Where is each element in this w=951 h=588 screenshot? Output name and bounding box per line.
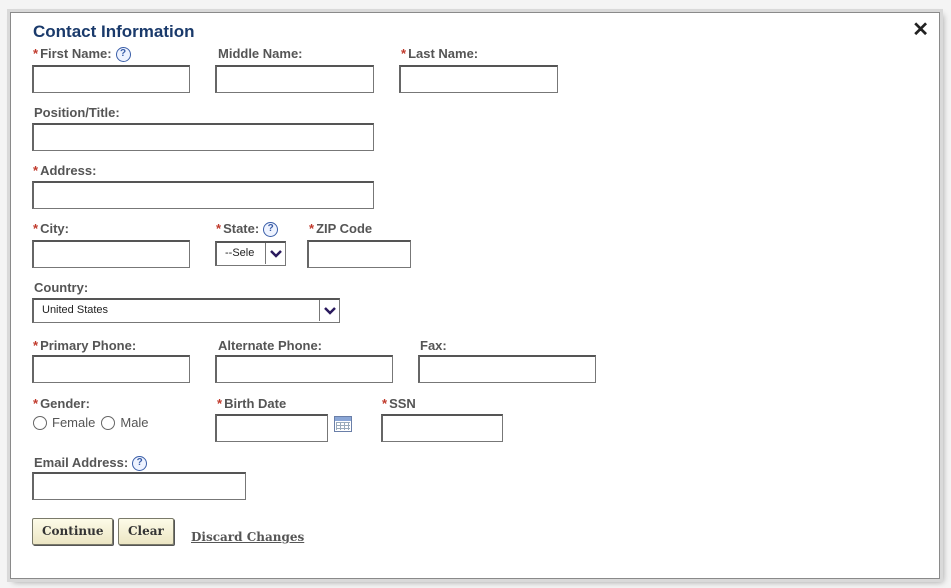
- required-marker: *: [401, 46, 407, 61]
- country-select[interactable]: United States: [32, 298, 340, 323]
- ssn-input[interactable]: [381, 414, 503, 442]
- position-title-input[interactable]: [32, 123, 374, 151]
- required-marker: *: [33, 396, 39, 411]
- close-icon[interactable]: ✕: [912, 19, 929, 41]
- gender-male-radio[interactable]: [101, 416, 116, 430]
- state-label: *State:?: [216, 221, 279, 238]
- middle-name-label: Middle Name:: [218, 46, 303, 61]
- gender-male-label: Male: [120, 415, 149, 430]
- birth-date-label: *Birth Date: [217, 396, 287, 411]
- fax-input[interactable]: [418, 355, 596, 383]
- alternate-phone-label: Alternate Phone:: [218, 338, 323, 353]
- discard-changes-link[interactable]: Discard Changes: [191, 530, 305, 544]
- required-marker: *: [309, 221, 315, 236]
- last-name-input[interactable]: [399, 65, 558, 93]
- chevron-down-icon[interactable]: [319, 300, 339, 321]
- city-input[interactable]: [32, 240, 190, 268]
- required-marker: *: [33, 338, 39, 353]
- zip-code-label: *ZIP Code: [309, 221, 373, 236]
- required-marker: *: [217, 396, 223, 411]
- address-label: *Address:: [33, 163, 97, 178]
- zip-code-input[interactable]: [307, 240, 411, 268]
- calendar-icon[interactable]: [334, 416, 352, 432]
- first-name-label: *First Name:?: [33, 46, 131, 63]
- chevron-down-icon[interactable]: [265, 243, 285, 264]
- dialog-title: Contact Information: [33, 22, 195, 41]
- help-icon[interactable]: ?: [132, 456, 148, 472]
- required-marker: *: [33, 46, 39, 61]
- gender-female-radio[interactable]: [33, 416, 47, 430]
- last-name-label: *Last Name:: [401, 46, 479, 61]
- gender-female-label: Female: [52, 415, 96, 430]
- contact-information-dialog: Contact Information ✕ *First Name:? Midd…: [10, 12, 940, 579]
- clear-button[interactable]: Clear: [118, 518, 174, 545]
- help-icon[interactable]: ?: [115, 47, 131, 63]
- required-marker: *: [382, 396, 388, 411]
- primary-phone-label: *Primary Phone:: [33, 338, 137, 353]
- state-selected-value: --Sele: [225, 247, 255, 259]
- country-label: Country:: [34, 280, 89, 295]
- middle-name-input[interactable]: [215, 65, 374, 93]
- first-name-input[interactable]: [32, 65, 190, 93]
- position-title-label: Position/Title:: [34, 105, 120, 120]
- email-address-label: Email Address:?: [34, 455, 148, 472]
- required-marker: *: [33, 221, 39, 236]
- alternate-phone-input[interactable]: [215, 355, 393, 383]
- gender-label: *Gender:: [33, 396, 90, 411]
- city-label: *City:: [33, 221, 69, 236]
- address-input[interactable]: [32, 181, 374, 209]
- ssn-label: *SSN: [382, 396, 416, 411]
- state-select[interactable]: --Sele: [215, 241, 286, 266]
- fax-label: Fax:: [420, 338, 447, 353]
- email-address-input[interactable]: [32, 472, 246, 500]
- primary-phone-input[interactable]: [32, 355, 190, 383]
- birth-date-input[interactable]: [215, 414, 328, 442]
- required-marker: *: [33, 163, 39, 178]
- help-icon[interactable]: ?: [263, 222, 279, 238]
- required-marker: *: [216, 221, 222, 236]
- country-selected-value: United States: [42, 304, 109, 316]
- gender-radio-group: Female Male: [33, 415, 155, 431]
- continue-button[interactable]: Continue: [32, 518, 114, 545]
